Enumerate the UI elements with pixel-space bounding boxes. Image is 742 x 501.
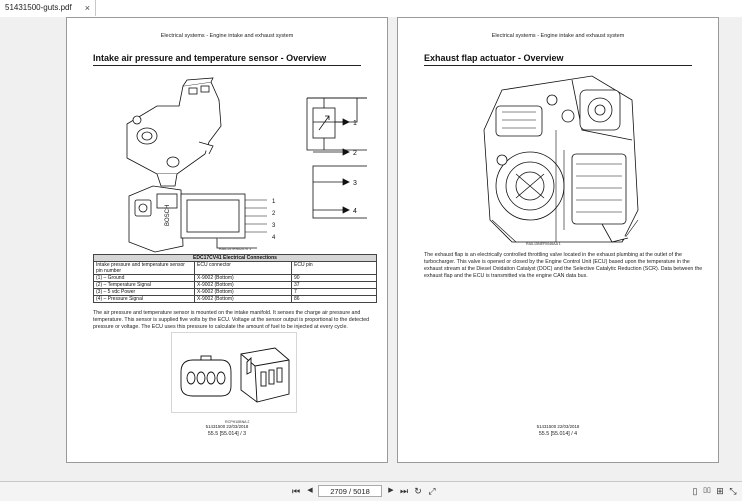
footer-code: 51431500 22/03/2018 — [205, 424, 249, 429]
table-row: (1) – Ground X-9002 (Bottom) 90 — [93, 274, 377, 282]
table-header-row: Intake pressure and temperature sensor p… — [93, 261, 377, 275]
figure-caption: RCPH10BNA 2 — [225, 420, 250, 424]
schematic-pin-label: 1 — [353, 120, 357, 127]
sensor-pin-label: 4 — [272, 235, 276, 241]
single-page-view-icon[interactable]: ▯ — [692, 486, 698, 496]
body-paragraph: The exhaust flap is an electrically cont… — [424, 252, 703, 279]
tab-bar: 51431500-guts.pdf × — [0, 0, 742, 18]
grid-view-icon[interactable]: ⊞ — [716, 486, 724, 496]
table-row: (2) – Temperature Signal X-9002 (Bottom)… — [93, 281, 377, 289]
figure-caption: RAIL15NEF0046AA 1 — [526, 242, 561, 246]
sensor-pin-label: 2 — [272, 211, 276, 217]
two-page-view-icon[interactable]: ▯▯ — [703, 487, 711, 494]
table-cell: (3) – 5 vdc Power — [93, 288, 195, 296]
table-row: (3) – 5 vdc Power X-9002 (Bottom) 7 — [93, 288, 377, 296]
table-cell: (4) – Pressure Signal — [93, 295, 195, 303]
page-3: Electrical systems - Engine intake and e… — [66, 17, 388, 463]
schematic-pin-label: 3 — [353, 180, 357, 187]
table-header: ECU connector — [194, 261, 292, 275]
connector-figure — [171, 332, 297, 413]
table-cell: (1) – Ground — [93, 274, 195, 282]
schematic-pin-label: 2 — [353, 150, 357, 157]
running-header: Electrical systems - Engine intake and e… — [491, 33, 625, 39]
table-cell: 86 — [291, 295, 377, 303]
running-header: Electrical systems - Engine intake and e… — [160, 33, 294, 39]
body-paragraph: The air pressure and temperature sensor … — [93, 310, 370, 330]
connector-side-illustration — [240, 347, 290, 403]
tab-document[interactable]: 51431500-guts.pdf × — [0, 0, 96, 16]
engine-illustration — [483, 75, 639, 243]
table-header: Intake pressure and temperature sensor p… — [93, 261, 195, 275]
table-cell: X-9002 (Bottom) — [194, 274, 292, 282]
table-cell: X-9002 (Bottom) — [194, 288, 292, 296]
table-header: ECU pin — [291, 261, 377, 275]
rotate-icon[interactable]: ↻ — [414, 486, 422, 496]
close-icon[interactable]: × — [84, 3, 90, 13]
sensor-connector-illustration — [128, 185, 267, 253]
table-cell: (2) – Temperature Signal — [93, 281, 195, 289]
footer-page-number: 55.5 [55.014] / 3 — [207, 431, 247, 437]
page-number-input[interactable]: 2709 / 5018 — [318, 485, 382, 497]
table-cell: 37 — [291, 281, 377, 289]
sensor-pin-label: 3 — [272, 223, 276, 229]
engine-figure — [483, 75, 639, 243]
zoom-icon[interactable]: ⤡ — [729, 486, 737, 496]
page-heading: Exhaust flap actuator - Overview — [424, 53, 692, 66]
connections-table: EDC17CV41 Electrical Connections Intake … — [93, 254, 377, 303]
fit-page-icon[interactable]: ⤢ — [428, 486, 436, 496]
footer-page-number: 55.5 [55.014] / 4 — [538, 431, 578, 437]
last-page-icon[interactable]: ⏭ — [399, 486, 409, 496]
table-cell: 7 — [291, 288, 377, 296]
schematic-pin-callouts: 1 2 3 4 — [313, 118, 357, 215]
connector-face-illustration — [180, 355, 232, 397]
table-row: (4) – Pressure Signal X-9002 (Bottom) 86 — [93, 295, 377, 303]
previous-page-icon[interactable]: ◀ — [307, 487, 313, 494]
sensor-illustration — [126, 77, 222, 187]
next-page-icon[interactable]: ▶ — [388, 487, 394, 494]
page-4: Electrical systems - Engine intake and e… — [397, 17, 719, 463]
figure-caption: RAIL14TRS02070 1 — [219, 247, 252, 251]
table-cell: X-9002 (Bottom) — [194, 281, 292, 289]
table-cell: 90 — [291, 274, 377, 282]
schematic-pin-label: 4 — [353, 208, 357, 215]
sensor-pin-label: 1 — [272, 199, 276, 205]
document-viewer[interactable]: Electrical systems - Engine intake and e… — [0, 17, 742, 481]
tab-title: 51431500-guts.pdf — [5, 3, 72, 12]
first-page-icon[interactable]: ⏮ — [291, 486, 301, 496]
sensor-brand: BOSCH — [165, 205, 171, 226]
sensor-figure: BOSCH 1 2 3 4 — [126, 77, 367, 253]
table-title: EDC17CV41 Electrical Connections — [93, 254, 377, 262]
viewer-toolbar: ⏮ ◀ 2709 / 5018 ▶ ⏭ ↻ ⤢ ▯ ▯▯ ⊞ ⤡ — [0, 481, 742, 501]
table-cell: X-9002 (Bottom) — [194, 295, 292, 303]
page-heading: Intake air pressure and temperature sens… — [93, 53, 361, 66]
footer-code: 51431500 22/03/2018 — [536, 424, 580, 429]
